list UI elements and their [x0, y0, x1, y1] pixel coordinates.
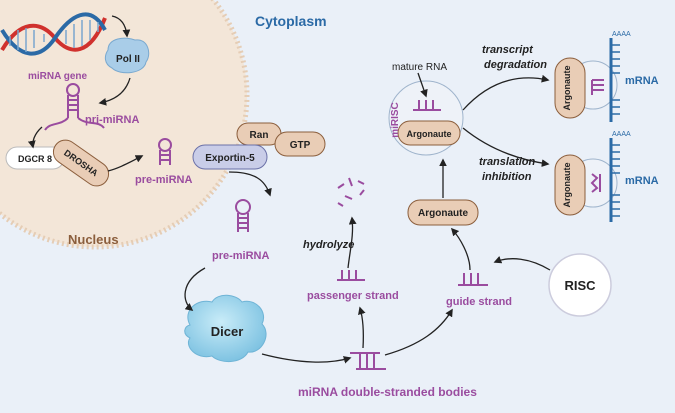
- polya-bottom: AAAA: [612, 131, 631, 138]
- pri-mirna-hairpin-icon: [44, 83, 105, 131]
- arrow-risc-to-guide: [493, 256, 551, 271]
- pre-mirna-label-cytoplasm: pre-miRNA: [212, 250, 270, 262]
- arrow-dicer-to-duplex: [261, 353, 352, 364]
- polya-top: AAAA: [612, 31, 631, 38]
- inhibition-label: inhibition: [482, 171, 532, 183]
- hydrolyze-label: hydrolyze: [303, 239, 354, 251]
- risc-complex: RISC: [548, 253, 612, 317]
- argonaute-mrna-degradation: Argonaute AAAA mRNA: [554, 31, 659, 122]
- risc-label: RISC: [564, 278, 596, 293]
- translation-label: translation: [479, 156, 536, 168]
- transcript-label: transcript: [482, 44, 534, 56]
- arrow-pol-to-pri: [98, 77, 131, 106]
- mrna-bottom-label: mRNA: [625, 175, 659, 187]
- arrow-duplex-to-guide: [384, 308, 453, 356]
- pre-mirna-hairpin-icon-cytoplasm: [235, 199, 251, 232]
- degradation-label: degradation: [484, 59, 547, 71]
- nucleus-membrane: [0, 0, 250, 250]
- dicer-enzyme: Dicer: [184, 294, 267, 362]
- argonaute-mrna-inhibition: Argonaute AAAA mRNA: [554, 131, 659, 222]
- nucleus: [0, 0, 250, 250]
- guide-strand-label: guide strand: [446, 296, 512, 308]
- dgcr8-label: DGCR 8: [18, 154, 52, 164]
- dna-helix-icon: [0, 12, 107, 56]
- gtp-protein: [274, 131, 326, 157]
- argonaute-bottom-label: Argonaute: [562, 163, 572, 208]
- mirna-ds-label: miRNA double-stranded bodies: [298, 385, 477, 399]
- pre-mirna-label-nucleus: pre-miRNA: [135, 174, 193, 186]
- argonaute-top-label: Argonaute: [562, 66, 572, 111]
- pri-mirna-label: pri-miRNA: [85, 114, 139, 126]
- mirisc-complex: Argonaute: [388, 80, 464, 156]
- argonaute-protein-lower: Argonaute: [407, 199, 479, 226]
- arrow-duplex-to-passenger: [358, 306, 366, 349]
- mirna-duplex-icon: [350, 352, 386, 370]
- dicer-label: Dicer: [211, 324, 244, 339]
- argonaute-mirisc: [397, 120, 461, 146]
- mrna-top-label: mRNA: [625, 75, 659, 87]
- arrow-to-inhibition: [462, 127, 550, 167]
- passenger-strand-icon: [337, 270, 365, 281]
- pol-ii-enzyme: Pol II: [104, 37, 150, 74]
- arrow-exportin-to-pre: [228, 171, 272, 197]
- argonaute-lower-label: Argonaute: [418, 208, 468, 219]
- ran-label: Ran: [250, 130, 269, 141]
- arrow-dna-to-pol: [111, 15, 131, 38]
- flow-arrows: [27, 15, 551, 364]
- guide-strand-icon: [458, 273, 488, 286]
- pol-ii-label: Pol II: [116, 54, 140, 65]
- exportin-5-label: Exportin-5: [205, 153, 255, 164]
- cytoplasm-label: Cytoplasm: [255, 13, 327, 29]
- mature-rna-label: mature RNA: [392, 62, 447, 73]
- arrow-mature-rna: [417, 72, 428, 98]
- passenger-strand-label: passenger strand: [307, 290, 399, 302]
- exportin-5-protein: [192, 144, 268, 170]
- gtp-label: GTP: [290, 140, 311, 151]
- arrow-to-degradation: [462, 74, 550, 111]
- nucleus-label: Nucleus: [68, 232, 119, 247]
- hydrolyzed-fragments-icon: [337, 177, 365, 207]
- argonaute-mirisc-label: Argonaute: [407, 129, 452, 139]
- mirna-gene-label: miRNA gene: [28, 71, 88, 82]
- arrow-guide-to-argonaute: [450, 227, 471, 271]
- exportin-5-complex: Ran GTP Exportin-5: [192, 122, 326, 170]
- arrow-drosha-to-pre: [107, 155, 144, 172]
- arrow-pri-to-dgcr8: [27, 126, 43, 149]
- arrow-passenger-to-hydrolyze: [347, 216, 357, 269]
- arrow-pre-to-dicer: [184, 267, 206, 311]
- pre-mirna-hairpin-icon: [158, 138, 172, 165]
- mirisc-label: miRISC: [390, 102, 401, 138]
